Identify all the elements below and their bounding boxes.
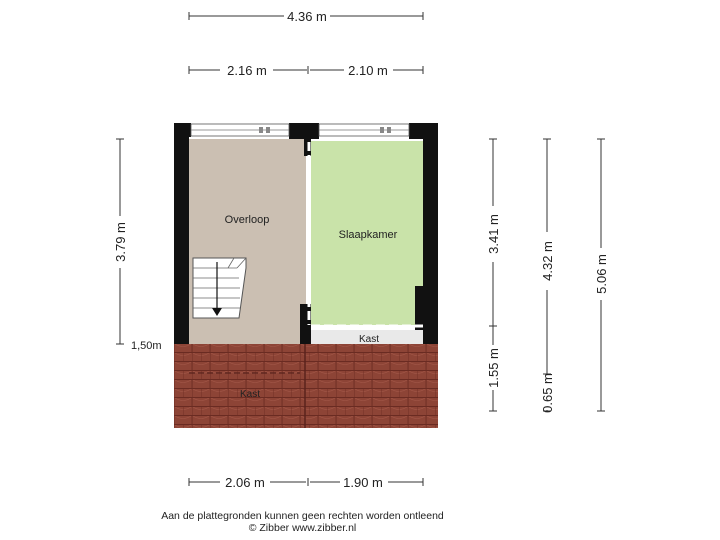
dim-bottom-right: 1.90 m xyxy=(343,475,383,490)
dim-top-right: 2.10 m xyxy=(348,63,388,78)
room-label-closet: Kast xyxy=(359,334,379,345)
dim-top-left: 2.16 m xyxy=(227,63,267,78)
bedroom-floor xyxy=(311,141,423,325)
dim-top-total: 4.36 m xyxy=(287,9,327,24)
dim-left-eave: 1,50m xyxy=(131,340,162,352)
staircase xyxy=(192,257,247,319)
windows xyxy=(190,123,410,137)
dim-right-full: 5.06 m xyxy=(594,254,609,294)
room-label-bedroom: Slaapkamer xyxy=(339,229,398,241)
room-label-roof-closet: Kast xyxy=(240,389,260,400)
dim-left-height: 3.79 m xyxy=(113,222,128,262)
dim-right-upper: 3.41 m xyxy=(486,214,501,254)
dim-right-mid: 4.32 m xyxy=(540,241,555,281)
dim-right-lower: 1.55 m xyxy=(486,348,501,388)
walls xyxy=(174,123,438,344)
dimension-lines xyxy=(116,12,605,486)
dim-bottom-left: 2.06 m xyxy=(225,475,265,490)
roof-area-pattern xyxy=(174,344,438,428)
dim-right-mid-lower: 0.65 m xyxy=(540,373,555,413)
footer-disclaimer: Aan de plattegronden kunnen geen rechten… xyxy=(161,510,444,522)
footer-copyright: © Zibber www.zibber.nl xyxy=(248,522,357,534)
room-label-landing: Overloop xyxy=(225,214,270,226)
bedroom-dashed-walls xyxy=(307,142,423,328)
closet-floor xyxy=(311,330,423,344)
